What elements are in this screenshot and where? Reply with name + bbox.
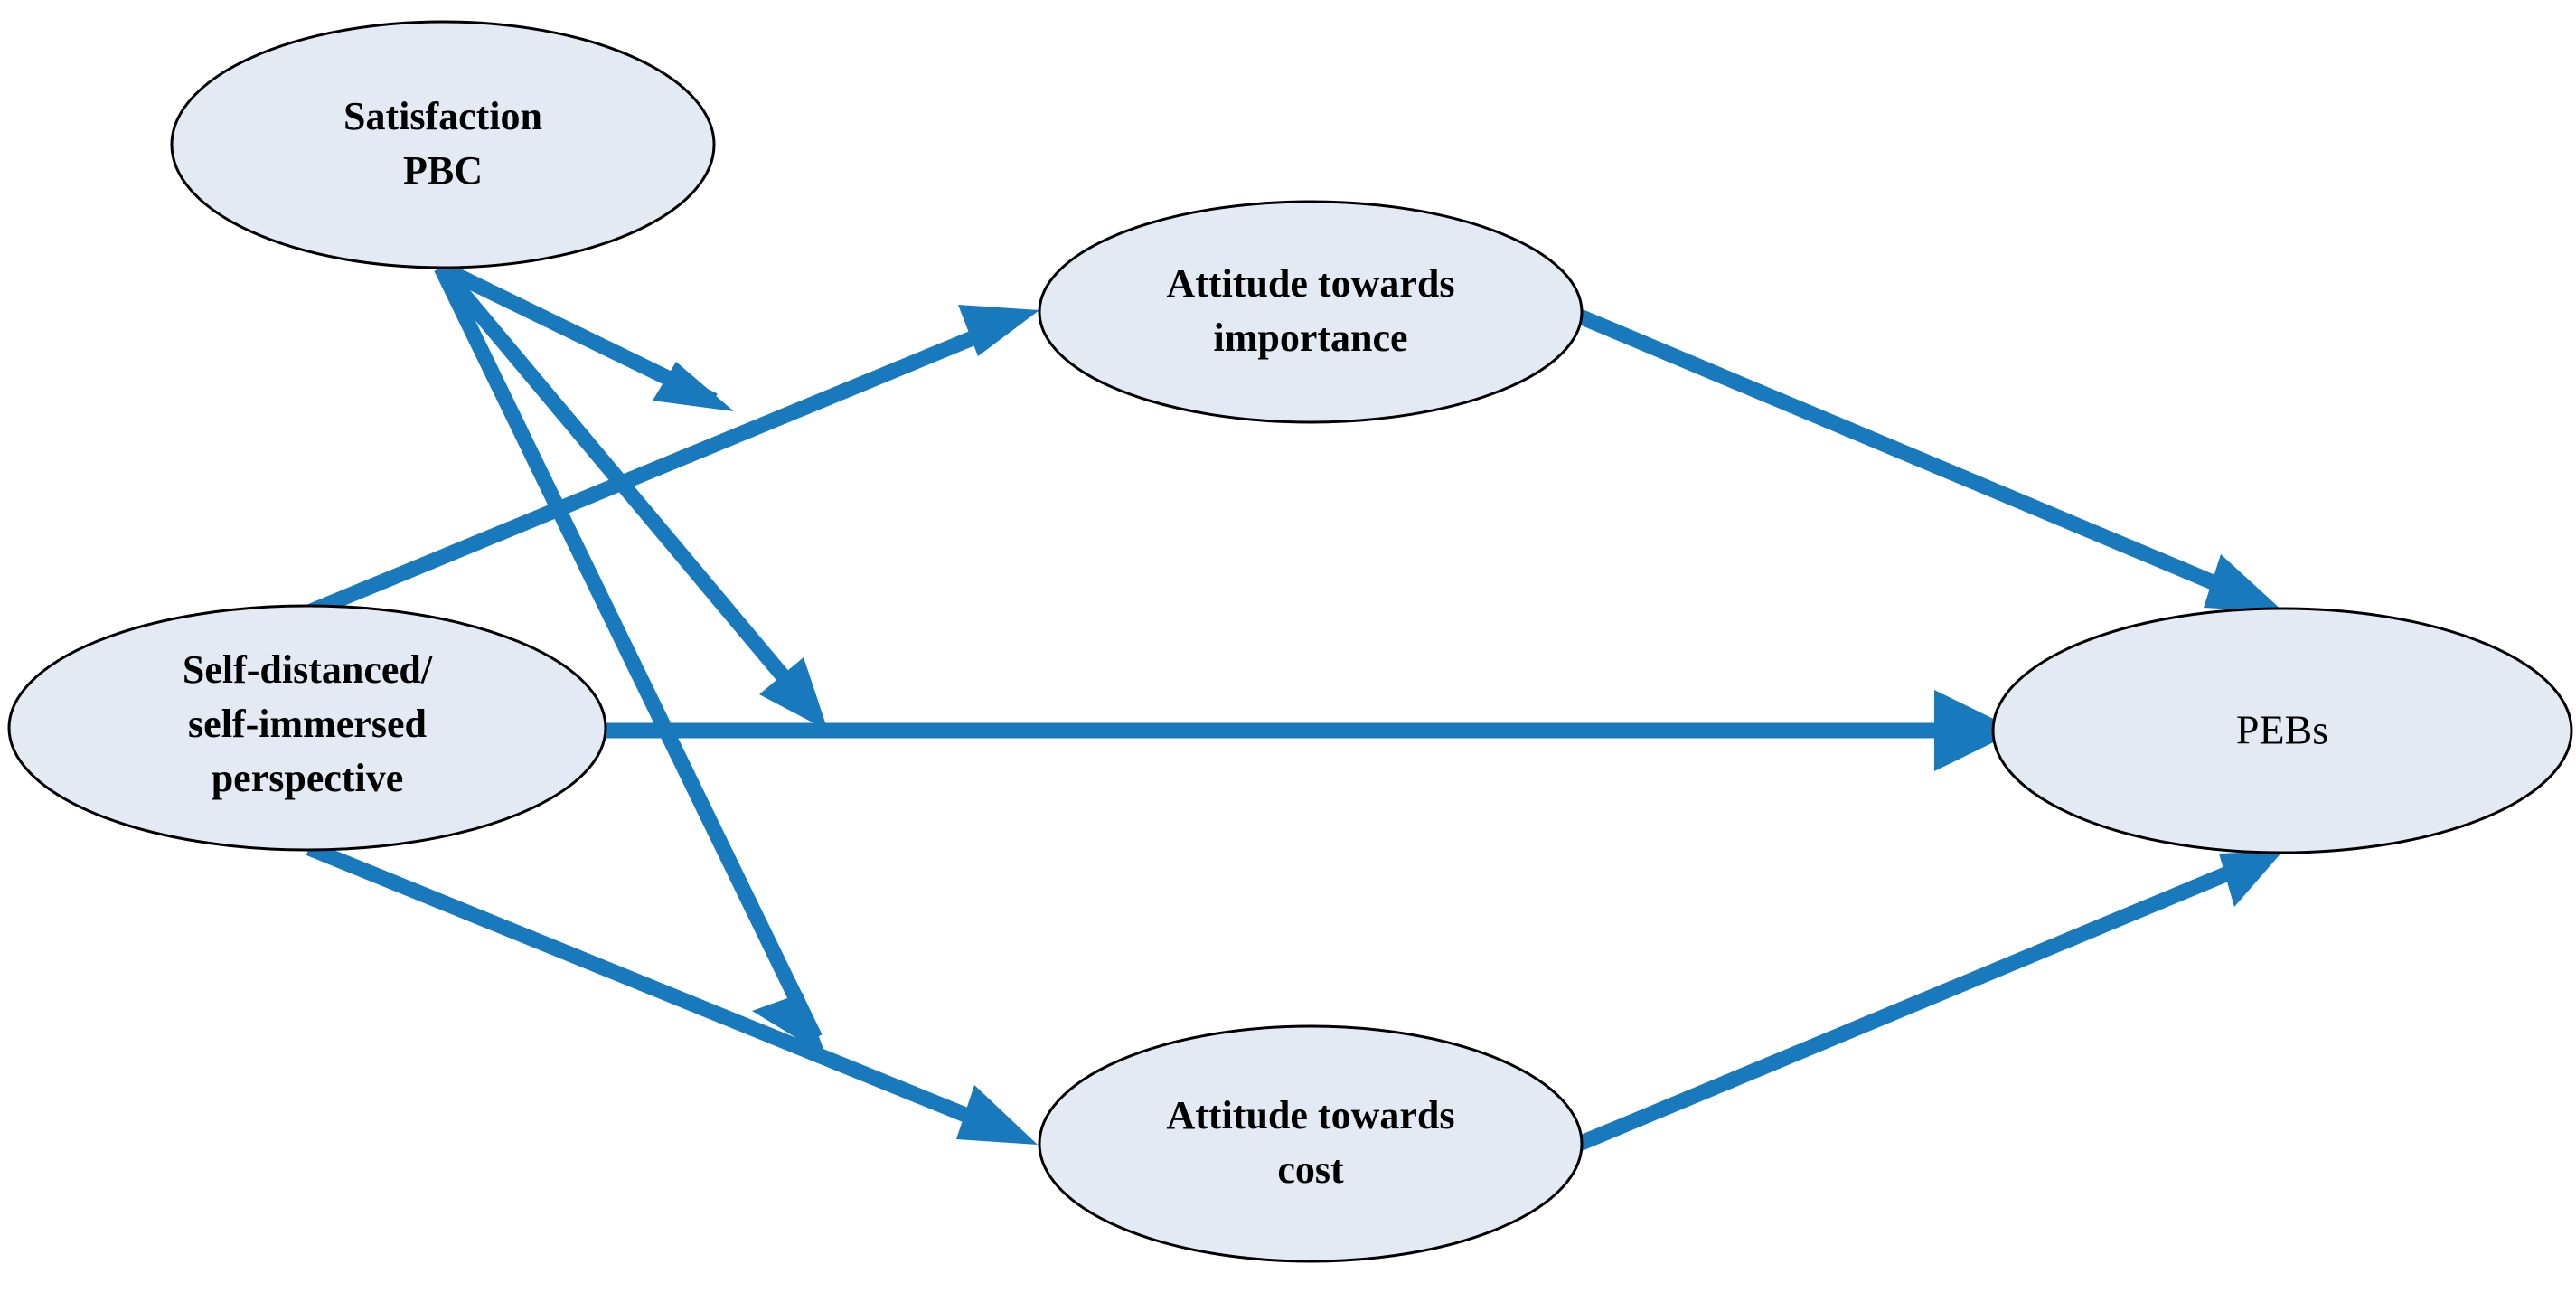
node-pebs-shape[interactable] (1991, 607, 2573, 854)
node-layer: Satisfaction PBC Attitude towards import… (7, 20, 2573, 1263)
arrowhead-satisfaction-to-cost (752, 993, 826, 1056)
node-attitude-cost-shape[interactable] (1038, 1024, 1584, 1263)
edge-line-cost-to-pebs (1569, 863, 2238, 1154)
node-satisfaction-pbc-label-line2: PBC (403, 148, 483, 193)
arrowhead-importance-to-pebs (2204, 554, 2284, 612)
node-satisfaction-pbc-shape[interactable] (170, 20, 716, 269)
arrowhead-perspective-to-cost (956, 1085, 1038, 1145)
arrowhead-perspective-to-pebs (1934, 690, 2017, 771)
arrowhead-cost-to-pebs (2219, 851, 2283, 907)
node-pebs-label: PEBs (2236, 707, 2328, 753)
arrowhead-satisfaction-to-pebs (759, 657, 828, 731)
node-satisfaction-pbc[interactable]: Satisfaction PBC (170, 20, 716, 269)
node-attitude-importance-label-line1: Attitude towards (1167, 261, 1455, 306)
node-self-distanced-perspective-label-line3: perspective (212, 756, 404, 800)
node-self-distanced-perspective-label-line1: Self-distanced/ (183, 647, 433, 692)
node-pebs[interactable]: PEBs (1991, 607, 2573, 854)
edge-line-importance-to-pebs (1565, 305, 2238, 599)
node-self-distanced-perspective[interactable]: Self-distanced/ self-immersed perspectiv… (7, 604, 607, 852)
arrowhead-perspective-to-importance (958, 305, 1039, 356)
edge-importance-to-pebs (1565, 305, 2284, 612)
edge-perspective-to-pebs (598, 690, 2017, 771)
node-attitude-importance-shape[interactable] (1038, 200, 1584, 424)
edge-layer (306, 260, 2284, 1154)
edge-satisfaction-to-pebs (435, 262, 828, 731)
node-satisfaction-pbc-label-line1: Satisfaction (343, 94, 542, 138)
edge-line-perspective-to-importance (307, 320, 1002, 618)
arrowhead-satisfaction-to-importance (653, 362, 734, 411)
node-self-distanced-perspective-label-line2: self-immersed (188, 702, 427, 746)
node-attitude-importance-label-line2: importance (1213, 316, 1407, 360)
node-attitude-importance[interactable]: Attitude towards importance (1038, 200, 1584, 424)
edge-line-perspective-to-cost (306, 841, 998, 1134)
edge-line-satisfaction-to-pebs (435, 262, 820, 718)
edge-perspective-to-importance (307, 305, 1039, 618)
edge-line-satisfaction-to-cost (434, 264, 823, 1042)
edge-satisfaction-to-importance (437, 260, 734, 411)
edge-cost-to-pebs (1569, 851, 2283, 1154)
edge-satisfaction-to-cost (434, 264, 826, 1056)
edge-perspective-to-cost (306, 841, 1038, 1145)
node-attitude-cost[interactable]: Attitude towards cost (1038, 1024, 1584, 1263)
node-attitude-cost-label-line2: cost (1277, 1147, 1344, 1192)
node-self-distanced-perspective-shape[interactable] (7, 604, 607, 852)
node-attitude-cost-label-line1: Attitude towards (1167, 1093, 1455, 1137)
